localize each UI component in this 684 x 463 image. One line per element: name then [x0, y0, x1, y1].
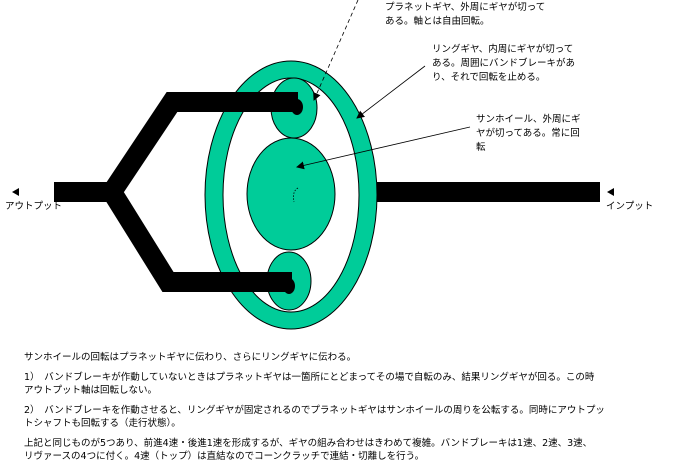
case-2-text: 2） バンドブレーキを作動させると、リングギヤが固定されるのでプラネットギヤはサ…	[24, 404, 605, 430]
ring-gear-leader	[356, 65, 426, 119]
caption-line: ある。周囲にバンドブレーキがあ	[432, 58, 575, 69]
input-label: インプット	[606, 201, 654, 212]
caption-line: リングギヤ、内周にギヤが切って	[432, 44, 574, 55]
caption-line: ヤが切ってある。常に回	[476, 128, 580, 139]
sun-wheel-axle-mark	[293, 187, 299, 203]
text-line: 2） バンドブレーキを作動させると、リングギヤが固定されるのでプラネットギヤはサ…	[24, 405, 605, 416]
intro-text: サンホイールの回転はプラネットギヤに伝わり、さらにリングギヤに伝わる。	[24, 352, 357, 363]
output-shaft	[54, 182, 116, 202]
text-line: 1） バンドブレーキが作動していないときはプラネットギヤは一箇所にとどまってその…	[24, 372, 595, 383]
output-arrow-icon	[12, 188, 19, 196]
text-line: アウトプット軸は回転しない。	[24, 385, 158, 396]
sun-wheel-leader	[296, 126, 471, 170]
text-line: リヴァースの4つに付く。4速（トップ）は直結なのでコーンクラッチで連結・切離しを…	[24, 451, 425, 462]
caption-line: り、それで回転を止める。	[432, 72, 546, 83]
output-label: アウトプット	[5, 201, 63, 212]
input-arrow-icon	[607, 188, 614, 196]
case-1-text: 1） バンドブレーキが作動していないときはプラネットギヤは一箇所にとどまってその…	[24, 371, 594, 397]
caption-line: 転	[476, 142, 486, 153]
caption-line: プラネットギヤ、外周にギヤが切って	[385, 2, 546, 13]
caption-line: サンホイール、外周にギ	[476, 114, 581, 125]
text-line: 上記と同じものが5つあり、前進4速・後進1速を形成するが、ギヤの組み合わせはきわ…	[24, 438, 593, 449]
caption-line: ある。軸とは自由回転。	[385, 16, 490, 27]
planet-gear-leader	[313, 0, 359, 101]
sun-wheel-caption: サンホイール、外周にギ ヤが切ってある。常に回 転	[476, 113, 581, 155]
planet-pin-top	[291, 99, 303, 115]
input-shaft	[377, 182, 600, 202]
text-line: トシャフトも回転する（走行状態）。	[24, 418, 181, 429]
planet-gear-caption: プラネットギヤ、外周にギヤが切って ある。軸とは自由回転。	[385, 1, 545, 29]
planet-pin-bottom	[283, 278, 295, 294]
sun-wheel	[246, 137, 336, 251]
summary-text: 上記と同じものが5つあり、前進4速・後進1速を形成するが、ギヤの組み合わせはきわ…	[24, 437, 592, 463]
ring-gear-caption: リングギヤ、内周にギヤが切って ある。周囲にバンドブレーキがあ り、それで回転を…	[432, 43, 575, 85]
